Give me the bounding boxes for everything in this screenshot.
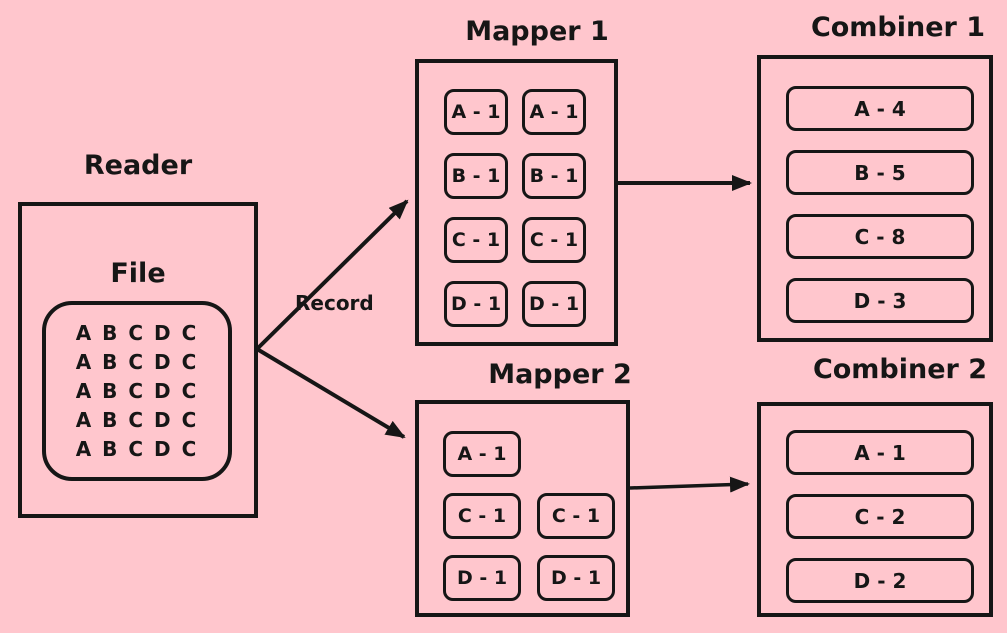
mapper1-node: A - 1 A - 1 B - 1 B - 1 C - 1 C - 1 D - … bbox=[415, 59, 618, 346]
kv-cell: D - 2 bbox=[786, 558, 974, 603]
kv-cell: C - 1 bbox=[537, 493, 615, 539]
mapper2-node: A - 1 C - 1 C - 1 D - 1 D - 1 bbox=[415, 400, 630, 617]
file-line: A B C D C bbox=[75, 407, 199, 432]
kv-cell: A - 1 bbox=[522, 89, 586, 135]
kv-cell: A - 1 bbox=[444, 89, 508, 135]
record-edge-label: Record bbox=[295, 291, 374, 315]
arrow-reader-to-mapper1 bbox=[255, 199, 409, 351]
kv-cell: C - 1 bbox=[522, 217, 586, 263]
arrow-mapper2-to-combiner2 bbox=[629, 476, 750, 493]
arrow-reader-to-mapper2 bbox=[255, 347, 406, 439]
mapper1-title: Mapper 1 bbox=[465, 16, 609, 47]
file-line: A B C D C bbox=[75, 436, 199, 461]
combiner1-node: A - 4 B - 5 C - 8 D - 3 bbox=[757, 55, 993, 342]
combiner2-cells: A - 1 C - 2 D - 2 bbox=[786, 430, 974, 603]
file-label: File bbox=[110, 258, 166, 289]
file-line: A B C D C bbox=[75, 320, 199, 345]
kv-cell: D - 1 bbox=[444, 281, 508, 327]
kv-cell: B - 1 bbox=[444, 153, 508, 199]
file-line: A B C D C bbox=[75, 349, 199, 374]
mapper2-cells: A - 1 C - 1 C - 1 D - 1 D - 1 bbox=[443, 431, 615, 601]
kv-cell: C - 1 bbox=[444, 217, 508, 263]
combiner2-node: A - 1 C - 2 D - 2 bbox=[757, 402, 993, 617]
reader-node: File A B C D C A B C D C A B C D C A B C… bbox=[18, 202, 258, 518]
grid-spacer bbox=[537, 431, 615, 477]
file-line: A B C D C bbox=[75, 378, 199, 403]
mapper1-cells: A - 1 A - 1 B - 1 B - 1 C - 1 C - 1 D - … bbox=[444, 89, 586, 327]
kv-cell: D - 1 bbox=[522, 281, 586, 327]
combiner1-cells: A - 4 B - 5 C - 8 D - 3 bbox=[786, 86, 974, 323]
kv-cell: B - 5 bbox=[786, 150, 974, 195]
kv-cell: D - 1 bbox=[537, 555, 615, 601]
kv-cell: D - 3 bbox=[786, 278, 974, 323]
mapper2-title: Mapper 2 bbox=[488, 359, 632, 390]
reader-title: Reader bbox=[83, 150, 193, 181]
file-box: A B C D C A B C D C A B C D C A B C D C … bbox=[42, 301, 232, 481]
kv-cell: A - 1 bbox=[443, 431, 521, 477]
kv-cell: A - 4 bbox=[786, 86, 974, 131]
kv-cell: C - 1 bbox=[443, 493, 521, 539]
kv-cell: C - 8 bbox=[786, 214, 974, 259]
kv-cell: D - 1 bbox=[443, 555, 521, 601]
combiner2-title: Combiner 2 bbox=[812, 354, 988, 385]
kv-cell: A - 1 bbox=[786, 430, 974, 475]
kv-cell: C - 2 bbox=[786, 494, 974, 539]
combiner1-title: Combiner 1 bbox=[810, 12, 986, 43]
kv-cell: B - 1 bbox=[522, 153, 586, 199]
